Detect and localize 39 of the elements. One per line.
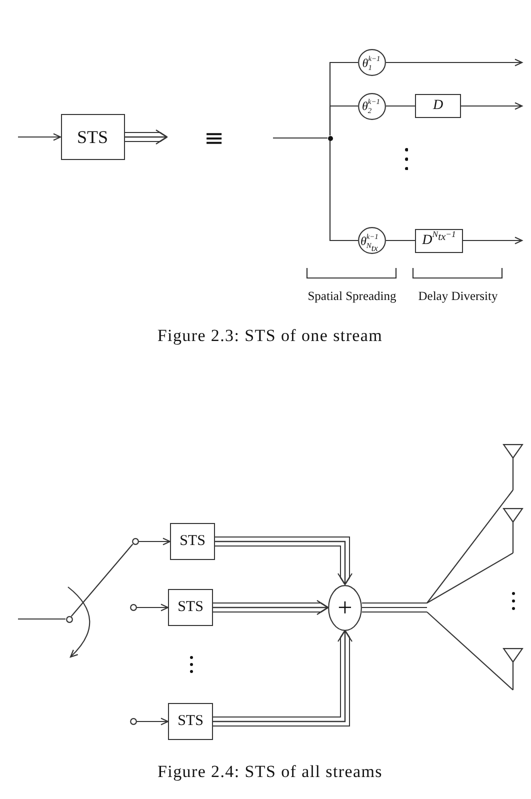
bracket-label: Spatial Spreading bbox=[308, 288, 396, 304]
arrow bbox=[461, 102, 523, 110]
terminal-circle bbox=[130, 604, 136, 611]
arrow bbox=[136, 604, 169, 612]
arrow bbox=[136, 718, 169, 726]
connector-line bbox=[70, 544, 134, 617]
arrow bbox=[138, 538, 171, 546]
antenna-symbol bbox=[503, 444, 523, 490]
process-box: STS bbox=[168, 703, 213, 740]
figure-caption: Figure 2.4: STS of all streams bbox=[158, 762, 382, 782]
terminal-circle bbox=[132, 538, 138, 545]
junction-dot bbox=[328, 136, 332, 140]
bracket-label: Delay Diversity bbox=[418, 288, 498, 304]
bus-arrow bbox=[213, 600, 329, 616]
switch-pivot bbox=[66, 616, 72, 622]
connector-line bbox=[329, 105, 358, 136]
figure-caption: Figure 2.3: STS of one stream bbox=[157, 326, 383, 346]
bus-arrow bbox=[213, 630, 353, 726]
arrow bbox=[463, 236, 523, 244]
bus-arrow bbox=[124, 129, 168, 145]
bus-arrow bbox=[215, 536, 353, 586]
equivalence-sign: ≡ bbox=[204, 126, 224, 150]
antenna-symbol bbox=[503, 648, 523, 690]
connector-line bbox=[386, 240, 415, 242]
connector-line bbox=[426, 552, 514, 604]
summing-junction: + bbox=[328, 584, 362, 630]
arrow bbox=[18, 133, 62, 141]
terminal-circle bbox=[130, 718, 136, 725]
process-box: STS bbox=[170, 523, 215, 560]
connector-line bbox=[426, 612, 514, 690]
process-box: STS bbox=[60, 114, 124, 160]
connector-line bbox=[386, 105, 415, 107]
connector-line bbox=[273, 137, 328, 139]
antenna-symbol bbox=[503, 508, 523, 553]
process-box: STS bbox=[168, 589, 213, 626]
connector-line bbox=[18, 618, 66, 620]
delay-box: D bbox=[415, 94, 461, 118]
connector-line bbox=[329, 140, 358, 242]
arrow bbox=[386, 58, 523, 66]
